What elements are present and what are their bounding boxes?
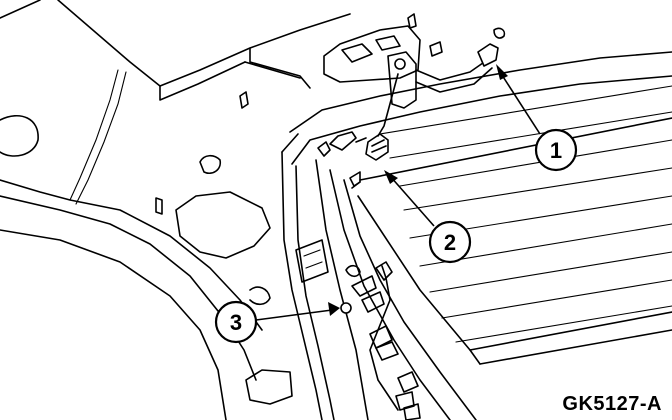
callout-2-label: 2: [444, 230, 456, 255]
screw-fastener: [365, 73, 399, 161]
grommet: [340, 302, 352, 314]
hinge-bracket: [323, 13, 506, 109]
callout-1: 1: [496, 64, 578, 172]
figure-id: GK5127-A: [562, 393, 662, 415]
callout-3-label: 3: [230, 310, 242, 335]
wiring-harness: [317, 131, 421, 420]
liftgate-frame: [281, 51, 672, 420]
callout-1-label: 1: [550, 138, 562, 163]
body-panel: [0, 0, 351, 420]
callout-2: 2: [384, 170, 472, 264]
callout-3: 3: [214, 300, 340, 344]
